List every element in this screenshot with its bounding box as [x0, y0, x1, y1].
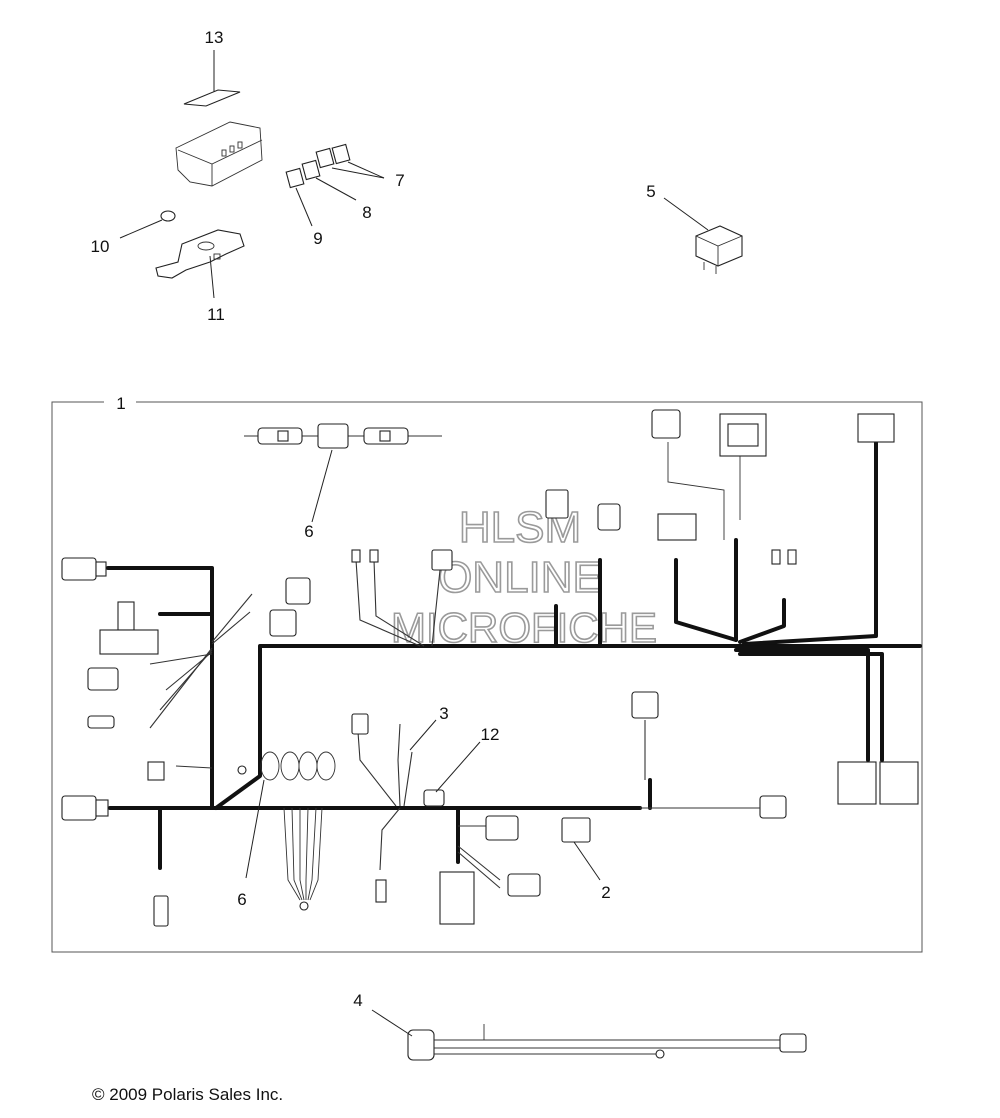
connector-left-2	[99, 601, 159, 655]
battery-cable-part-4	[371, 1009, 807, 1061]
connector-mid-upper-a	[285, 577, 311, 605]
callout-4: 4	[353, 991, 362, 1010]
callout-11: 11	[207, 305, 225, 324]
relay-part-5	[663, 197, 743, 274]
callout-2: 2	[601, 883, 610, 902]
callout-13: 13	[205, 28, 224, 47]
fuse-part-9	[285, 167, 313, 227]
callout-12: 12	[481, 725, 500, 744]
connector-left-5	[147, 761, 165, 781]
fuse-part-8	[301, 159, 357, 201]
connector-left-3	[87, 667, 119, 691]
main-harness	[106, 438, 922, 870]
fuse-part-7	[315, 143, 385, 179]
label-part-13	[183, 50, 241, 107]
lower-right-connectors	[631, 691, 919, 819]
svg-text:MICROFICHE: MICROFICHE	[391, 604, 657, 651]
copyright-notice: © 2009 Polaris Sales Inc.	[92, 1085, 284, 1104]
callout-8: 8	[362, 203, 371, 222]
svg-text:ONLINE: ONLINE	[438, 553, 602, 602]
callout-9: 9	[313, 229, 322, 248]
harness-frame-part-1	[51, 401, 923, 953]
callout-6-bottom: 6	[237, 890, 246, 909]
rivet-part-10	[119, 210, 176, 239]
upper-middle-branch	[351, 489, 621, 647]
lower-center-branch	[351, 713, 601, 925]
upper-right-branch	[651, 409, 895, 565]
callout-10: 10	[91, 237, 110, 256]
callout-3: 3	[439, 704, 448, 723]
bracket-part-11	[155, 229, 245, 299]
fuse-holders-part-6-bottom	[237, 751, 336, 911]
left-branch-wires	[149, 593, 253, 769]
connector-left-6	[61, 795, 109, 821]
callout-5: 5	[646, 182, 655, 201]
callout-7: 7	[395, 171, 404, 190]
callout-6-top: 6	[304, 522, 313, 541]
fuse-box-part-13	[175, 121, 263, 187]
connector-left-4	[87, 715, 115, 729]
callout-1: 1	[116, 394, 125, 413]
connector-left-1	[61, 557, 107, 581]
fuse-holder-part-6-top	[244, 423, 442, 523]
connector-bottom-left	[153, 895, 169, 927]
connector-mid-upper-b	[269, 609, 297, 637]
